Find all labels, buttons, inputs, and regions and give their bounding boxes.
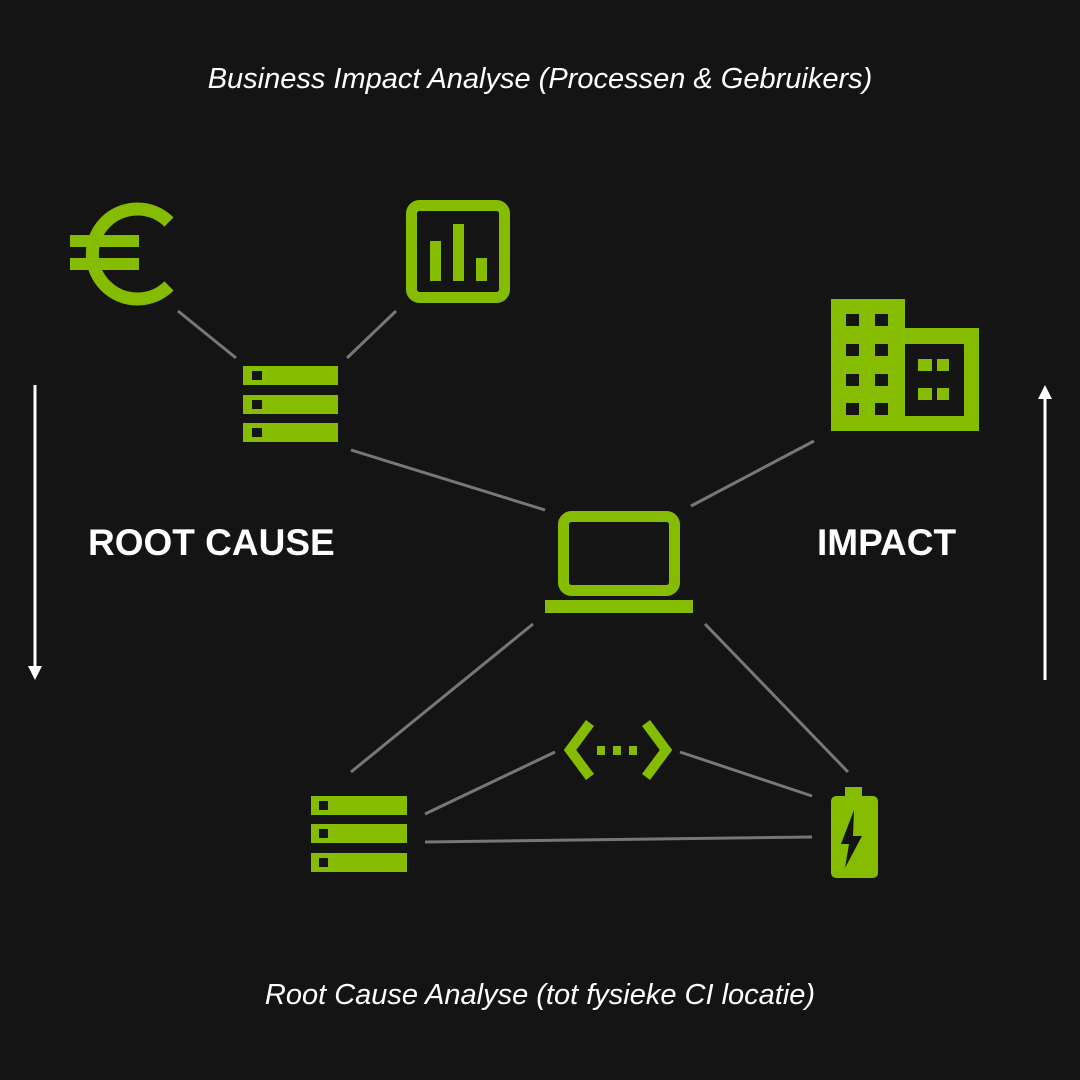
connector-line	[690, 439, 815, 508]
connector-line	[177, 309, 237, 360]
root-cause-title: Root Cause Analyse (tot fysieke CI locat…	[264, 979, 816, 1011]
root-cause-label: ROOT CAUSE	[88, 522, 335, 563]
connector-line	[703, 622, 850, 774]
connector-line	[424, 750, 556, 816]
laptop-icon	[545, 511, 693, 613]
connector-line	[679, 750, 813, 798]
connector-line	[345, 309, 398, 360]
connector-line	[350, 448, 546, 512]
network-icon	[563, 720, 673, 780]
connector-line	[350, 622, 534, 774]
connectors	[177, 309, 850, 844]
euro-icon	[70, 202, 174, 306]
business-impact-title: Business Impact Analyse (Processen & Geb…	[207, 63, 873, 95]
server-icon	[311, 796, 407, 872]
building-icon	[831, 299, 979, 431]
server-icon	[243, 366, 338, 442]
impact-label: IMPACT	[817, 522, 957, 563]
chart-icon	[406, 200, 510, 303]
battery-icon	[831, 787, 878, 878]
connector-line	[424, 835, 813, 844]
up-arrow-icon	[1038, 385, 1052, 680]
down-arrow-icon	[28, 385, 42, 680]
